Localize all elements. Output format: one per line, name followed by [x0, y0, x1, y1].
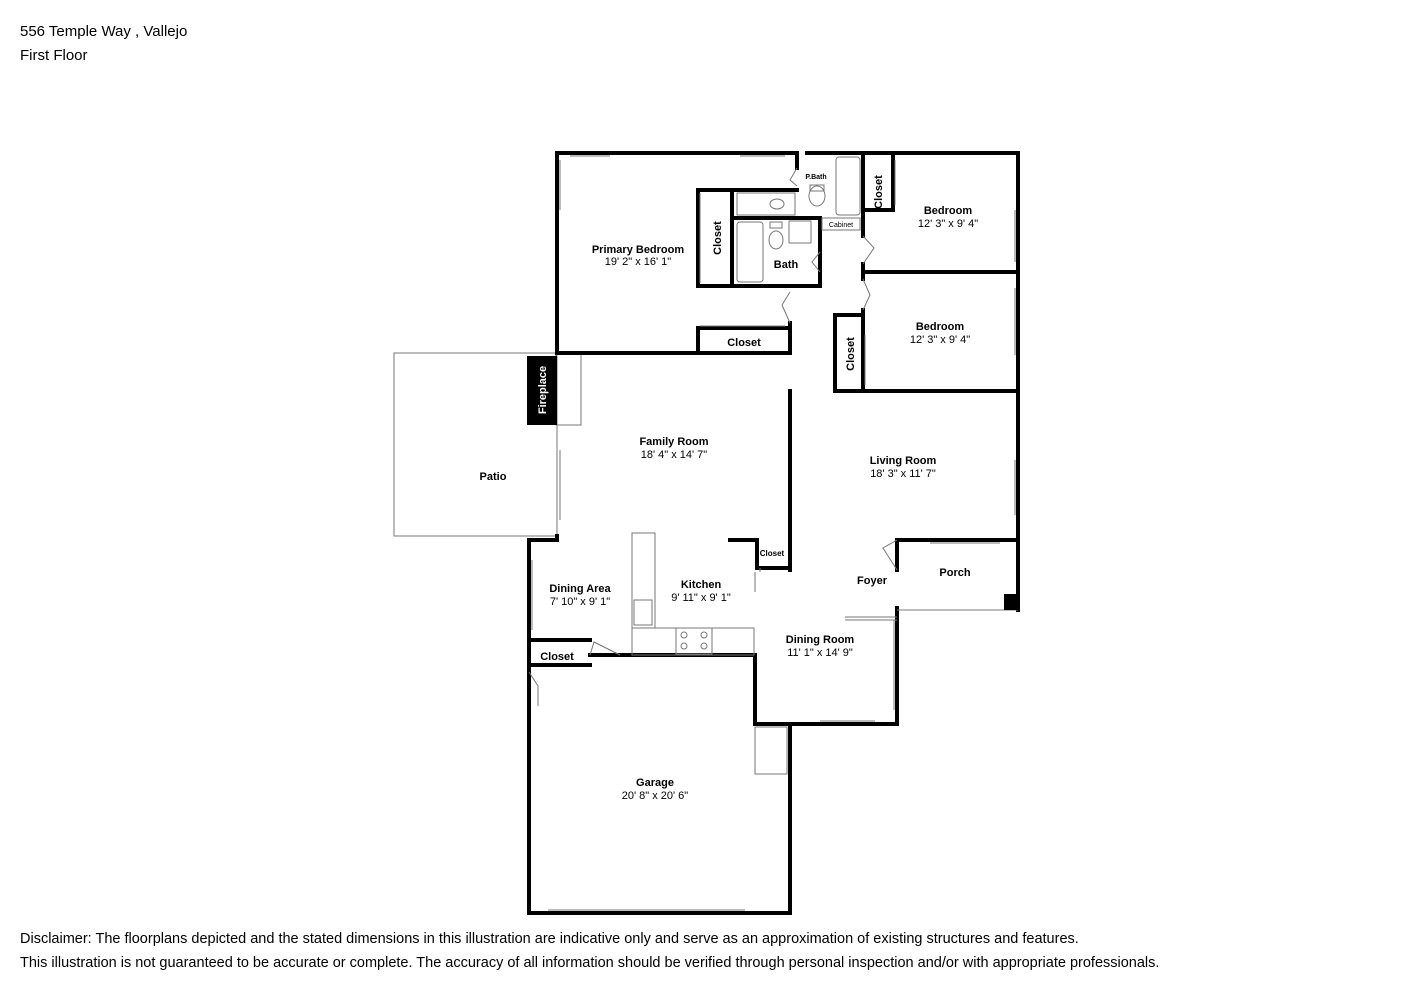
closet-label-kitchen: Closet [760, 549, 785, 558]
closet-label-bedroom-2: Closet [845, 337, 857, 371]
primary-bedroom-label: Primary Bedroom [592, 244, 685, 256]
porch-label: Porch [939, 567, 970, 579]
kitchen-dims: 9' 11" x 9' 1" [671, 592, 731, 604]
garage-dims: 20' 8" x 20' 6" [622, 790, 689, 802]
bedroom-1-dims: 12' 3" x 9' 4" [918, 218, 978, 230]
living-room-dims: 18' 3" x 11' 7" [870, 468, 936, 480]
dining-room-dims: 11' 1" x 14' 9" [787, 647, 853, 659]
fireplace-hearth [555, 352, 582, 426]
p-bath-label: P.Bath [805, 174, 826, 181]
fixtures [528, 155, 1018, 911]
bath-label: Bath [774, 259, 799, 271]
walls [527, 151, 1020, 915]
patio-label: Patio [480, 471, 507, 483]
closet-label-primary-bottom: Closet [727, 337, 761, 349]
address-title: 556 Temple Way , Vallejo [20, 23, 188, 40]
patio-area [393, 352, 558, 537]
family-room-label: Family Room [639, 436, 708, 448]
cabinet-label: Cabinet [829, 222, 853, 229]
disclaimer-line-1: Disclaimer: The floorplans depicted and … [20, 931, 1079, 947]
bedroom-1-label: Bedroom [924, 205, 973, 217]
dining-area-dims: 7' 10" x 9' 1" [550, 596, 610, 608]
closet-label-dining: Closet [540, 651, 574, 663]
dining-area-label: Dining Area [549, 583, 611, 595]
primary-bedroom-dims: 19' 2" x 16' 1" [605, 256, 672, 268]
fireplace-label: Fireplace [537, 366, 549, 414]
living-room-label: Living Room [870, 455, 937, 467]
garage-label: Garage [636, 777, 674, 789]
porch-post [1004, 594, 1018, 610]
fireplace [527, 356, 557, 425]
foyer-label: Foyer [857, 575, 888, 587]
dining-room-label: Dining Room [786, 634, 855, 646]
disclaimer-line-2: This illustration is not guaranteed to b… [20, 955, 1160, 971]
closet-label-bedroom-1: Closet [873, 175, 885, 209]
floor-title: First Floor [20, 47, 88, 64]
bedroom-2-dims: 12' 3" x 9' 4" [910, 334, 970, 346]
family-room-dims: 18' 4" x 14' 7" [641, 449, 708, 461]
bedroom-2-label: Bedroom [916, 321, 965, 333]
kitchen-label: Kitchen [681, 579, 722, 591]
closet-label-primary-side: Closet [712, 221, 724, 255]
